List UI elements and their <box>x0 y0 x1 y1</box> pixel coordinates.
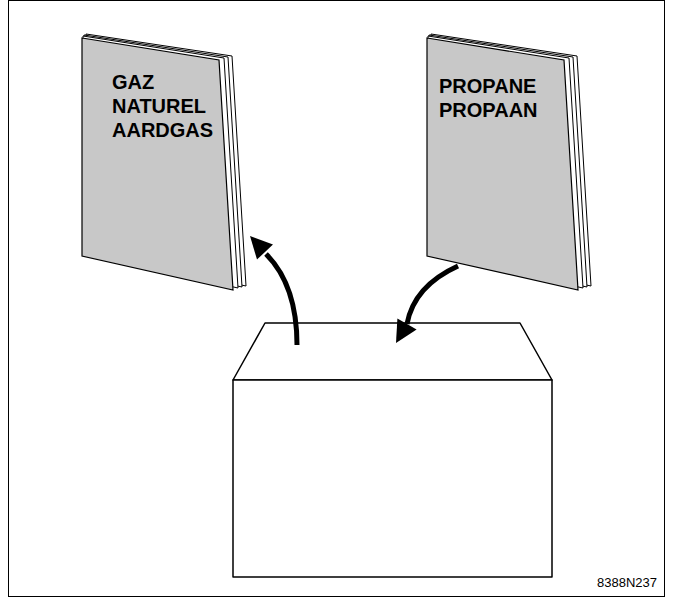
figure-frame <box>9 1 665 597</box>
booklet: PROPANE PROPAAN <box>421 30 593 298</box>
booklet-cover <box>82 38 233 290</box>
cardboard-box <box>233 323 552 577</box>
booklet-outline <box>421 30 593 298</box>
figure-code: 8388N237 <box>597 575 657 590</box>
arrow-in <box>396 266 458 343</box>
cover-title: PROPANE PROPAAN <box>439 74 538 122</box>
arrow-shaft <box>266 254 297 345</box>
arrow-shaft <box>407 266 458 324</box>
box-top <box>233 323 552 380</box>
arrow-out <box>250 236 297 345</box>
box-front <box>233 380 552 577</box>
cover-title: GAZ NATUREL AARDGAS <box>112 70 213 142</box>
booklet: GAZ NATUREL AARDGAS <box>76 30 248 298</box>
arrow-head <box>250 236 273 260</box>
booklet-cover <box>427 38 578 290</box>
arrow-head <box>396 319 417 344</box>
booklet-outline <box>76 30 248 298</box>
